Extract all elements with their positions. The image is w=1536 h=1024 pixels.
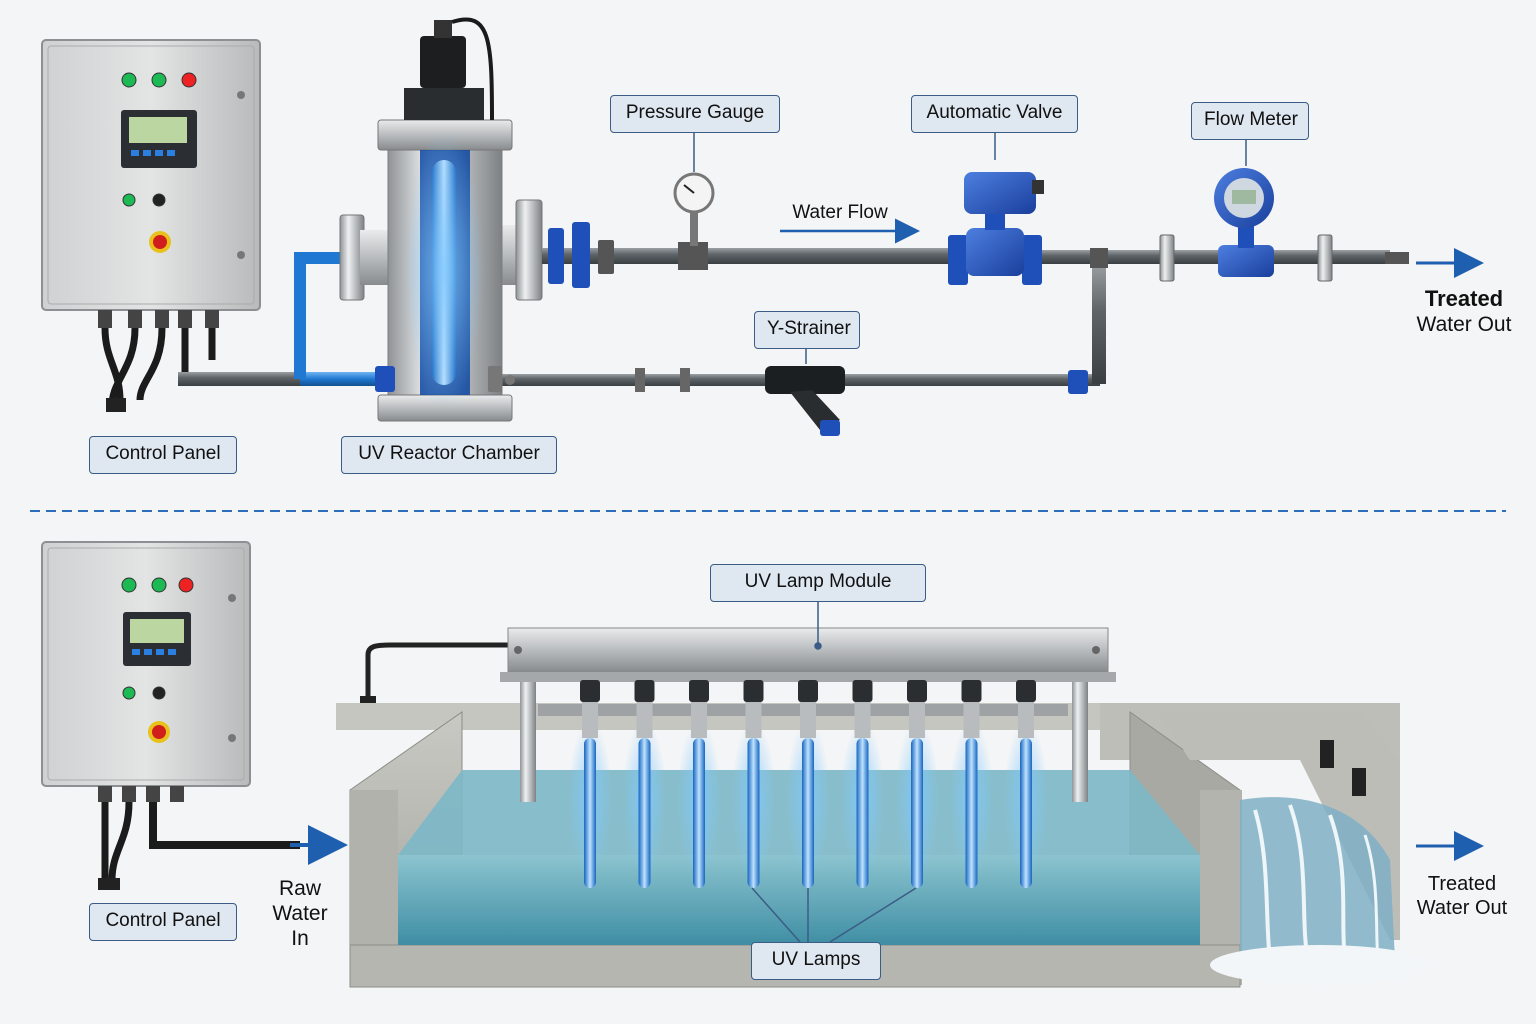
top-leader-lines xyxy=(693,133,1247,364)
label-uv-reactor-chamber: UV Reactor Chamber xyxy=(341,436,557,474)
label-uv-lamp-module: UV Lamp Module xyxy=(710,564,926,602)
treated-out-bottom-line2: Water Out xyxy=(1416,897,1508,919)
label-automatic-valve: Automatic Valve xyxy=(911,95,1078,133)
water-flow-text: Water Flow xyxy=(792,202,888,223)
uv-lamp xyxy=(786,680,830,888)
lower-return-pipe xyxy=(178,262,1106,392)
label-control-panel-top: Control Panel xyxy=(89,436,237,474)
label-flow-meter: Flow Meter xyxy=(1191,102,1309,140)
uv-reactor-chamber xyxy=(339,17,543,422)
treated-water-out-top: Treated Water Out xyxy=(1402,286,1526,338)
control-panel-top xyxy=(41,39,261,412)
flow-meter xyxy=(1214,168,1274,277)
uv-lamp-module xyxy=(500,627,1116,802)
waterfall xyxy=(1210,797,1430,985)
uv-lamp xyxy=(949,680,994,888)
raw-in-line1: Raw xyxy=(278,877,321,900)
treated-water-out-bottom: Treated Water Out xyxy=(1402,872,1522,920)
channel-water xyxy=(398,855,1200,945)
inlet-blue-pipe xyxy=(294,252,345,379)
label-control-panel-bottom: Control Panel xyxy=(89,903,237,941)
raw-in-line3: In xyxy=(291,927,309,950)
lamp-module-cable xyxy=(365,642,510,700)
raw-in-line2: Water xyxy=(272,902,328,925)
uv-lamp xyxy=(895,680,939,888)
uv-lamp xyxy=(568,680,612,888)
control-panel-bottom xyxy=(41,541,300,890)
uv-lamp xyxy=(622,680,667,888)
uv-lamp xyxy=(677,680,721,888)
raw-water-in-text: Raw Water In xyxy=(258,876,342,951)
label-uv-lamps: UV Lamps xyxy=(751,942,881,980)
bottom-leader-lines xyxy=(751,602,917,943)
uv-lamps-group xyxy=(568,680,1048,888)
y-strainer xyxy=(375,366,1088,436)
main-outlet-pipe xyxy=(542,222,1409,288)
treated-out-top-line2: Water Out xyxy=(1416,313,1512,336)
pressure-gauge xyxy=(673,172,715,246)
uv-lamp xyxy=(1004,680,1048,888)
label-pressure-gauge: Pressure Gauge xyxy=(610,95,780,133)
automatic-valve xyxy=(948,172,1044,285)
treated-out-bottom-line1: Treated xyxy=(1427,873,1497,895)
uv-lamp xyxy=(840,680,885,888)
treated-out-top-line1: Treated xyxy=(1424,286,1504,311)
uv-lamp xyxy=(731,680,776,888)
label-y-strainer: Y-Strainer xyxy=(754,311,860,349)
